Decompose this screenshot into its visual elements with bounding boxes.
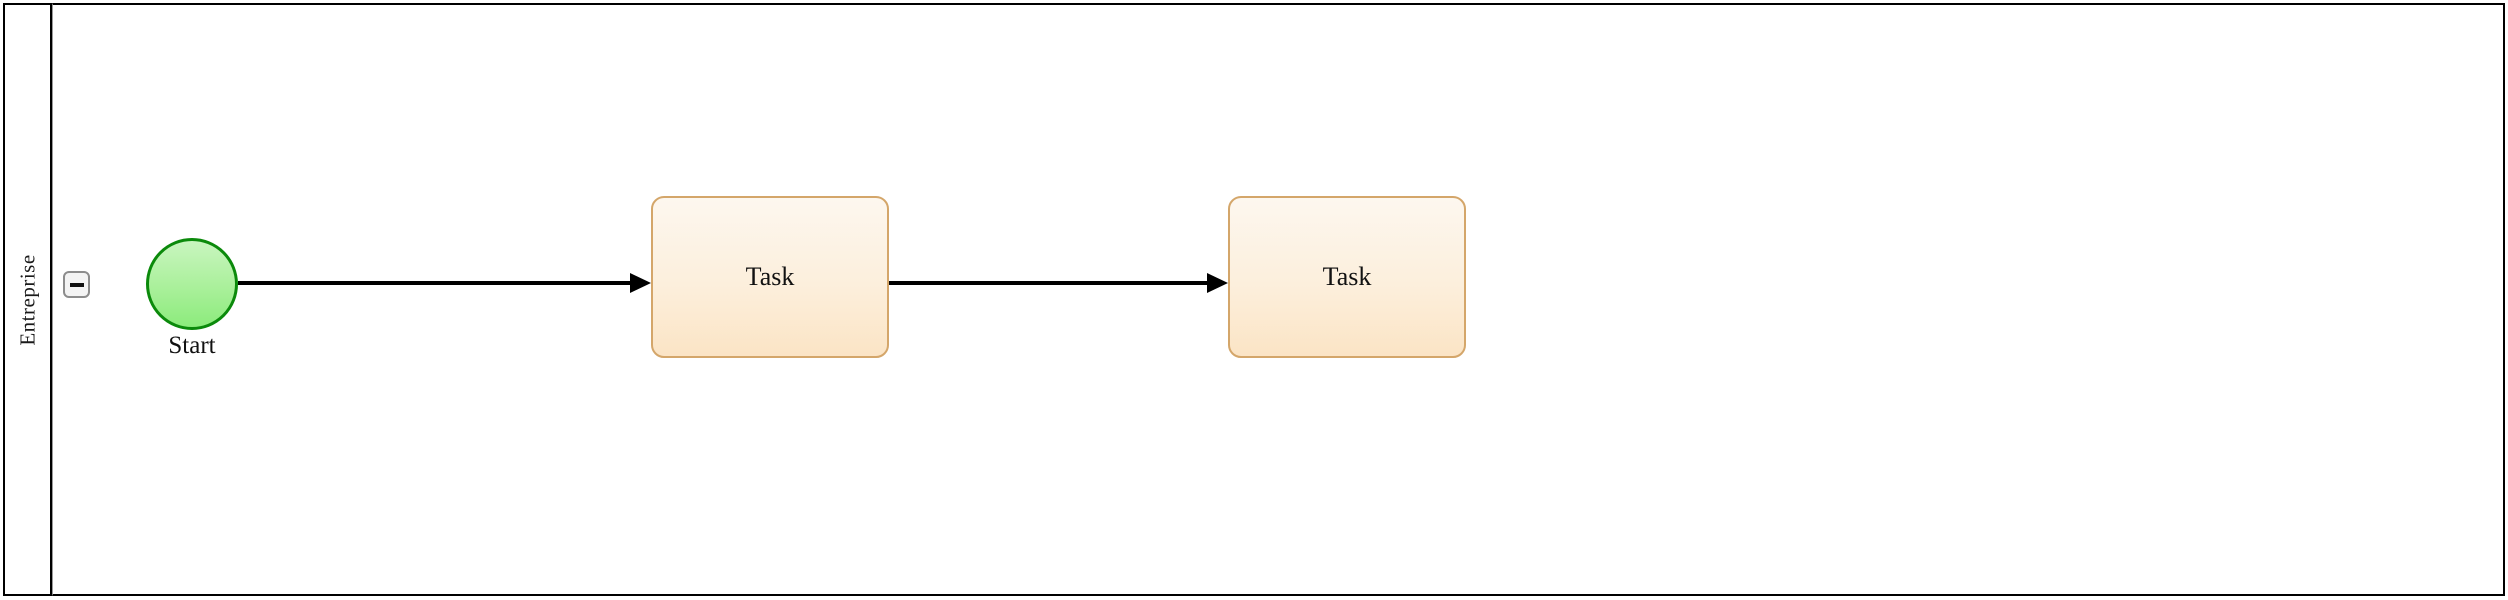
- task-label: Task: [745, 262, 795, 291]
- minus-icon: [69, 282, 84, 287]
- start-event-label: Start: [168, 332, 216, 359]
- task-label: Task: [1322, 262, 1372, 291]
- lane-header-entreprise[interactable]: Entreprise: [3, 3, 52, 596]
- collapse-lane-button[interactable]: [63, 271, 90, 298]
- task-node-2[interactable]: Task: [1228, 196, 1466, 358]
- task-node-1[interactable]: Task: [651, 196, 889, 358]
- lane-title-label: Entreprise: [15, 253, 39, 346]
- start-event-node[interactable]: [146, 238, 238, 330]
